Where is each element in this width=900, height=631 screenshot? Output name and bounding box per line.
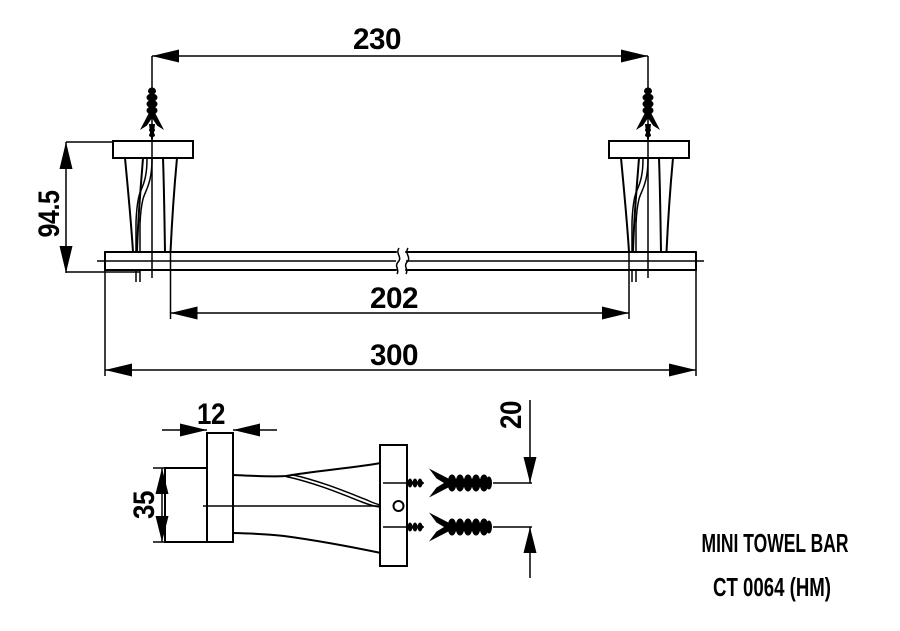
dimension-screw-gap: 20 xyxy=(493,400,537,578)
break-symbol xyxy=(395,247,410,275)
bracket-arm xyxy=(232,462,384,554)
dim-bar-height-label: 35 xyxy=(128,491,161,519)
dimension-clear-span: 202 xyxy=(169,252,630,320)
dimension-bracket-height: 94.5 xyxy=(33,141,140,273)
front-view: 230 94.5 202 xyxy=(33,23,704,377)
bracket-post xyxy=(206,432,234,543)
product-code: CT 0064 (HM) xyxy=(713,572,831,602)
dim-bracket-height-label: 94.5 xyxy=(33,191,66,238)
right-wall-anchor xyxy=(636,87,660,143)
dimension-overall-length: 300 xyxy=(104,252,697,377)
towel-bar-rail xyxy=(97,247,704,275)
dim-post-width-label: 12 xyxy=(197,398,225,431)
upper-wall-anchor xyxy=(407,468,492,498)
bar-end-profile xyxy=(164,467,234,543)
screw-hole xyxy=(392,500,405,512)
dimension-bar-height: 35 xyxy=(128,467,169,543)
dim-screw-spacing-label: 230 xyxy=(353,23,401,56)
dimension-screw-spacing: 230 xyxy=(152,23,648,63)
dim-screw-gap-label: 20 xyxy=(495,401,528,429)
left-bracket xyxy=(112,140,194,282)
left-wall-anchor xyxy=(140,87,164,143)
dim-overall-length-label: 300 xyxy=(370,339,418,372)
lower-wall-anchor xyxy=(407,512,492,542)
dimension-post-width: 12 xyxy=(162,398,277,437)
right-bracket xyxy=(608,140,690,282)
dim-clear-span-label: 202 xyxy=(370,282,418,315)
side-view: 12 35 20 xyxy=(128,398,537,578)
title-block: MINI TOWEL BAR CT 0064 (HM) xyxy=(702,528,849,602)
product-title: MINI TOWEL BAR xyxy=(702,528,849,558)
